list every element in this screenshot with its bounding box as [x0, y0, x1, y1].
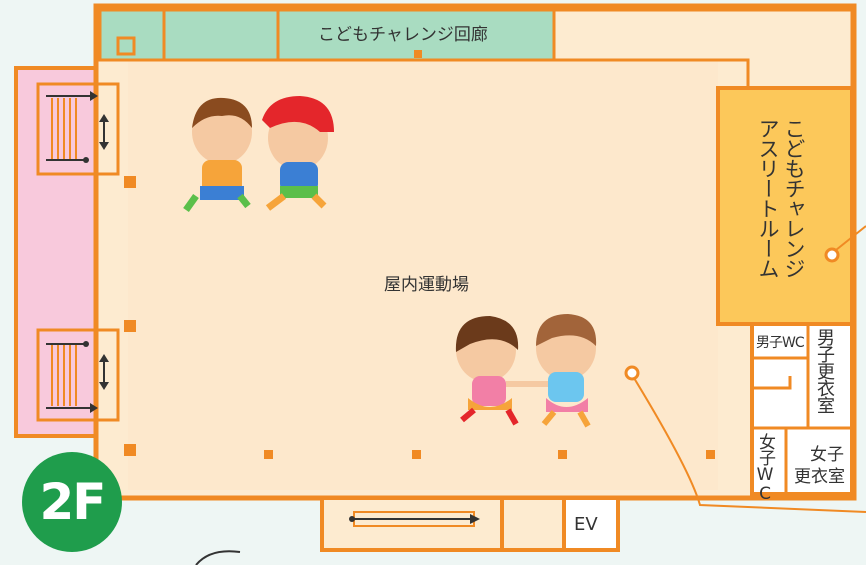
womens-locker-label-line2: 更衣室: [794, 467, 845, 487]
stairs-icon: [36, 82, 120, 176]
pointer-dot-icon: [824, 225, 866, 263]
pillars: [124, 176, 715, 459]
athlete-room-label-line1: こどもチャレンジ: [782, 118, 806, 278]
floor-badge: 2F: [22, 452, 122, 552]
gym-label: 屋内運動場: [384, 275, 469, 295]
children-holding-hands-illustration: [455, 314, 597, 428]
elevator-area: [562, 496, 620, 552]
mens-wc-label: 男子WC: [756, 335, 805, 351]
mens-locker-label: 男子更衣室: [814, 328, 835, 413]
children-running-illustration: [183, 96, 334, 213]
pointer-dot-icon: [624, 365, 866, 513]
escalator-icon: [349, 511, 480, 527]
elevator-label: EV: [574, 514, 598, 535]
athlete-room-area: [716, 86, 854, 326]
corridor-label: こどもチャレンジ回廊: [318, 25, 488, 45]
locker-block: [750, 322, 854, 496]
womens-wc-label: 女子WC: [755, 433, 775, 503]
athlete-room-label-line2: アスリートルーム: [756, 118, 780, 278]
stairs-icon: [36, 328, 120, 422]
womens-locker-label-line1: 女子: [810, 445, 844, 465]
